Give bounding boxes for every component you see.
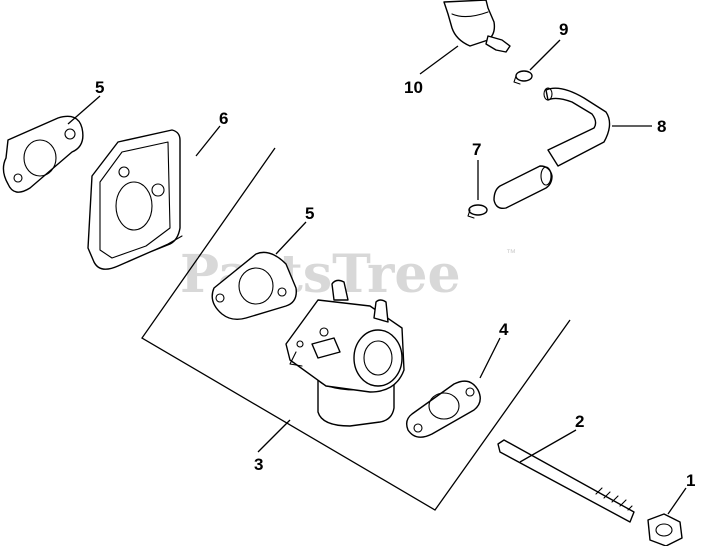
fuel-line-straight[interactable] xyxy=(493,165,553,210)
leader-lines xyxy=(67,39,687,515)
hose-clamp-lower[interactable] xyxy=(467,204,488,219)
gasket-upper-left[interactable] xyxy=(2,115,84,193)
assembly-frame xyxy=(141,147,571,511)
callout-8: 8 xyxy=(657,117,666,136)
carburetor[interactable] xyxy=(285,279,405,427)
callout-2: 2 xyxy=(575,412,584,431)
air-cleaner-base[interactable] xyxy=(87,129,183,270)
fuel-filter[interactable] xyxy=(443,0,511,53)
callout-5-upper: 5 xyxy=(95,78,104,97)
watermark-trademark: ™ xyxy=(506,248,516,259)
fuel-line-bent[interactable] xyxy=(543,87,611,167)
flange-nut[interactable] xyxy=(647,513,683,546)
callout-9: 9 xyxy=(559,20,568,39)
hose-clamp-upper[interactable] xyxy=(513,70,533,85)
mounting-stud[interactable] xyxy=(497,439,635,523)
callout-7: 7 xyxy=(472,140,481,159)
callout-3: 3 xyxy=(254,455,263,474)
callout-4: 4 xyxy=(499,320,509,339)
callout-1: 1 xyxy=(686,471,695,490)
callout-5-middle: 5 xyxy=(305,204,314,223)
callout-6: 6 xyxy=(219,109,228,128)
callout-10: 10 xyxy=(404,78,423,97)
gasket-carburetor[interactable] xyxy=(405,380,481,438)
gasket-middle[interactable] xyxy=(211,251,297,321)
